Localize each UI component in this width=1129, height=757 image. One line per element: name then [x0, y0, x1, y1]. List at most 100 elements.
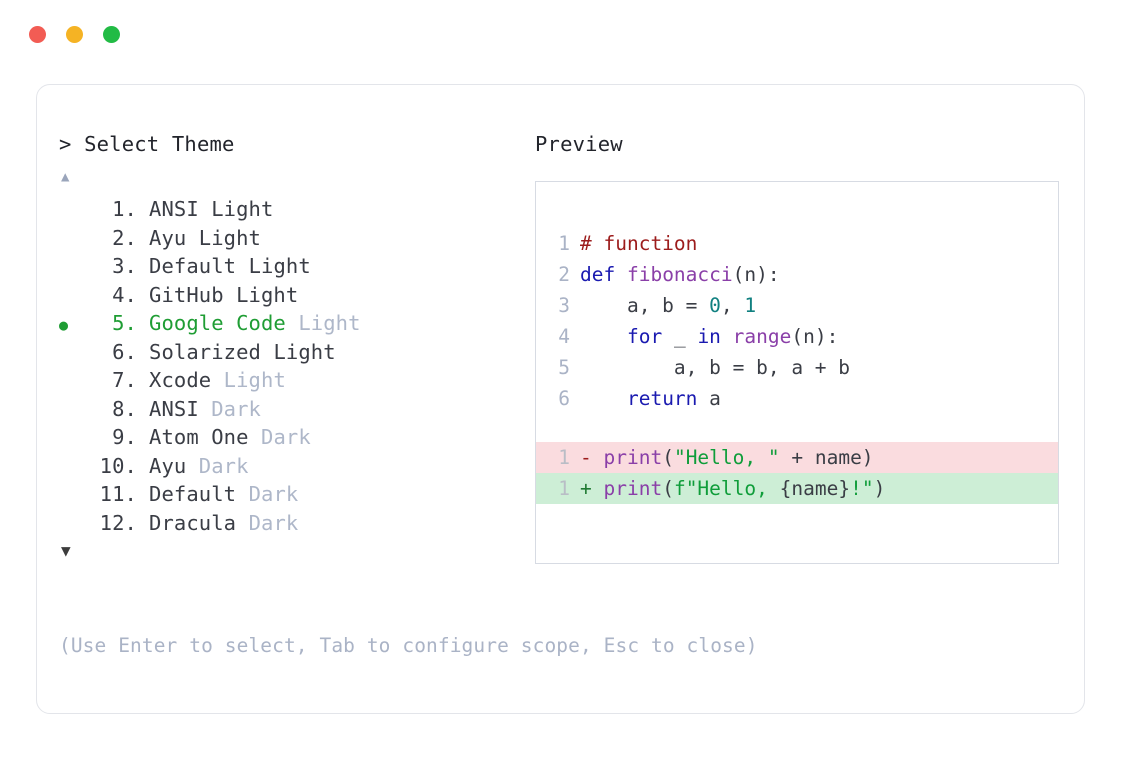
theme-item-number: 2. [112, 225, 137, 250]
diff-line-number: 1 [558, 477, 570, 500]
code-blank-line [536, 414, 1058, 442]
theme-item-number: 6. [112, 339, 137, 364]
theme-item-variant: Light [273, 339, 336, 364]
theme-item-variant: Dark [261, 425, 311, 449]
theme-list[interactable]: 1. ANSI Light 2. Ayu Light 3. Default Light… [59, 195, 529, 537]
scroll-down-icon[interactable]: ▼ [61, 541, 71, 560]
diff-line-add: 1+ print(f"Hello, {name}!") [536, 473, 1058, 504]
diff-line-text: print("Hello, " + name) [604, 442, 874, 473]
bullet-placeholder [59, 226, 85, 255]
code-line: 3 a, b = 0, 1 [536, 290, 1058, 321]
theme-item-name: ANSI [149, 396, 199, 421]
code-token-plain: a, b = [580, 294, 710, 317]
code-token-plain: + name) [779, 446, 874, 469]
theme-item-number: 11. [99, 482, 137, 506]
theme-list-item[interactable]: 4.GitHub Light [59, 281, 529, 310]
code-token-plain: ( [662, 446, 674, 469]
theme-list-item[interactable]: 3.Default Light [59, 252, 529, 281]
spacer [211, 366, 223, 395]
spacer [236, 480, 248, 509]
code-token-kw: return [626, 387, 698, 410]
theme-list-item[interactable]: 6. Solarized Light [59, 338, 529, 367]
code-token-plain [721, 325, 733, 348]
diff-line-number: 1 [558, 446, 570, 469]
spacer [236, 509, 248, 538]
code-token-fn: range [732, 325, 792, 348]
theme-list-item[interactable]: 11.Default Dark [59, 480, 529, 509]
theme-item-name: Dracula [149, 510, 237, 535]
code-line: 5 a, b = b, a + b [536, 352, 1058, 383]
code-token-plain: (n): [791, 325, 839, 348]
theme-list-item[interactable]: 7.Xcode Light [59, 366, 529, 395]
theme-item-number: 1. [112, 197, 137, 221]
code-token-str: f"Hello, [673, 477, 780, 500]
theme-item-name: Solarized [149, 339, 261, 364]
theme-list-item[interactable]: ●5.Google Code Light [59, 309, 529, 338]
spacer [236, 252, 248, 281]
window-titlebar [0, 0, 1129, 68]
diff-marker: - [580, 446, 592, 469]
spacer [224, 281, 236, 310]
theme-item-number: 12. [99, 510, 137, 535]
code-token-plain: {name} [779, 477, 851, 500]
bullet-placeholder [59, 283, 85, 312]
diff-line-text: print(f"Hello, {name}!") [604, 473, 886, 504]
line-number: 2 [558, 263, 570, 286]
theme-list-item[interactable]: 12.Dracula Dark [59, 509, 529, 538]
bullet-placeholder [59, 482, 85, 511]
theme-item-name: Xcode [149, 368, 212, 392]
spacer [592, 442, 604, 473]
bullet-placeholder [59, 511, 85, 540]
spacer [592, 473, 604, 504]
line-number: 6 [558, 387, 570, 410]
line-number: 1 [558, 232, 570, 255]
bullet-placeholder [59, 197, 85, 226]
theme-list-item[interactable]: 8.ANSI Dark [59, 395, 529, 424]
spacer [199, 195, 211, 224]
theme-list-item[interactable]: 10.Ayu Dark [59, 452, 529, 481]
theme-item-variant: Light [223, 368, 286, 392]
theme-item-name: Ayu [149, 225, 187, 250]
code-token-kw: in [697, 325, 721, 348]
theme-item-name: Default [149, 254, 237, 278]
code-token-num: 1 [744, 294, 757, 317]
selected-bullet-icon: ● [59, 316, 69, 334]
code-line-text: # function [580, 228, 697, 259]
minimize-window-button[interactable] [66, 25, 83, 43]
code-token-fn: fibonacci [626, 263, 733, 286]
theme-item-name: GitHub [149, 282, 224, 307]
code-line: 4 for _ in range(n): [536, 321, 1058, 352]
code-token-str: !" [850, 477, 874, 500]
code-token-kw: def [580, 263, 627, 286]
bullet-placeholder [59, 397, 85, 426]
preview-heading: Preview [535, 132, 623, 156]
spacer [261, 338, 273, 367]
theme-item-name: ANSI [149, 197, 199, 221]
spacer [186, 224, 198, 253]
theme-item-number: 3. [112, 254, 137, 278]
bullet-placeholder [59, 254, 85, 283]
theme-list-item[interactable]: 2.Ayu Light [59, 224, 529, 253]
code-line: 1 # function [536, 228, 1058, 259]
theme-picker-card: > Select Theme ▲ 1.ANSI Light 2.Ayu Ligh… [36, 84, 1085, 714]
code-line-text: def fibonacci(n): [580, 259, 780, 290]
keyboard-hint: (Use Enter to select, Tab to configure s… [59, 634, 758, 657]
spacer [199, 395, 211, 424]
code-token-plain: _ [662, 325, 698, 348]
code-line-text: a, b = 0, 1 [580, 290, 756, 321]
theme-item-number: 8. [112, 396, 137, 421]
theme-list-item[interactable]: 9.Atom One Dark [59, 423, 529, 452]
theme-item-name: Default [149, 482, 237, 506]
scroll-up-icon[interactable]: ▲ [61, 169, 70, 185]
maximize-window-button[interactable] [103, 25, 120, 43]
theme-list-item[interactable]: 1.ANSI Light [59, 195, 529, 224]
theme-item-name: Atom One [149, 425, 249, 449]
diff-line-del: 1- print("Hello, " + name) [536, 442, 1058, 473]
line-number: 4 [558, 325, 570, 348]
close-window-button[interactable] [29, 25, 46, 43]
theme-item-number: 5. [112, 311, 137, 335]
theme-item-number: 10. [99, 453, 137, 478]
theme-item-variant: Light [298, 311, 361, 335]
